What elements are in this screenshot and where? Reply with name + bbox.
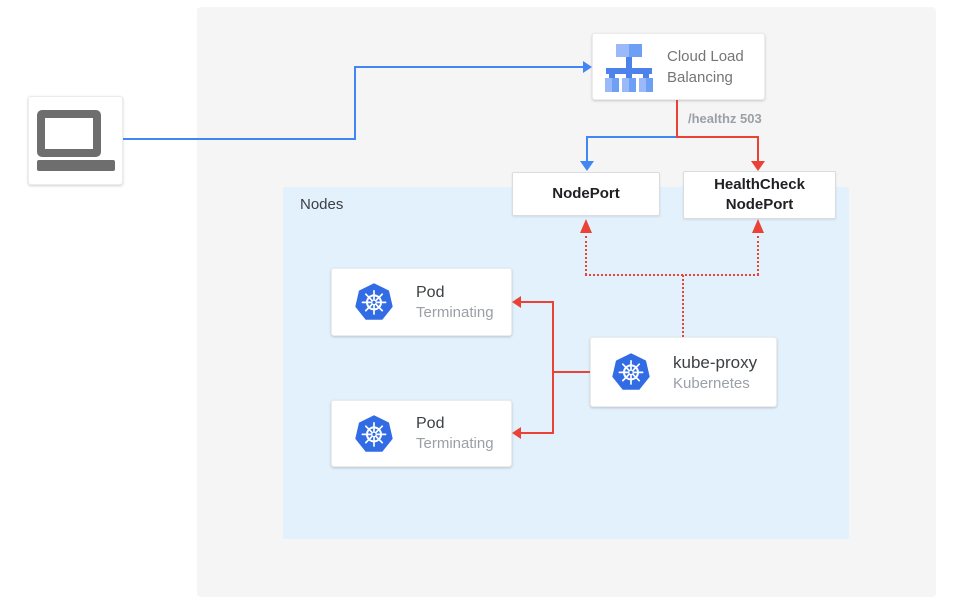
pod-title: Pod [416, 415, 445, 432]
laptop-base [36, 160, 115, 171]
edge-lb-down [676, 100, 678, 138]
arrowhead-into-load-balancer [583, 61, 592, 73]
nodeport-label: NodePort [552, 185, 620, 202]
kubernetes-icon [355, 283, 393, 320]
kubernetes-icon [612, 353, 650, 390]
laptop-screen [36, 110, 101, 157]
arrowhead-dotted-into-healthcheck [752, 219, 764, 233]
edge-split-blue-h [586, 136, 677, 138]
edge-to-pod1 [521, 301, 554, 303]
arrowhead-dotted-into-nodeport [580, 219, 592, 233]
healthcheck-nodeport-card: HealthCheck NodePort [683, 171, 836, 219]
arrowhead-into-nodeport [580, 161, 594, 171]
healthcheck-nodeport-label: HealthCheck NodePort [714, 176, 805, 213]
edge-split-red-h [676, 136, 759, 138]
nodeport-card: NodePort [512, 172, 660, 216]
kubernetes-icon [355, 414, 393, 452]
arrowhead-into-healthcheck-nodeport [751, 161, 765, 171]
arrowhead-into-pod2 [512, 427, 521, 439]
edge-client-to-lb-h1 [123, 138, 355, 140]
dotted-to-healthcheck [757, 236, 759, 275]
arrowhead-into-pod1 [512, 296, 521, 308]
pod-card-1: Pod Terminating [331, 268, 512, 336]
cloud-load-balancing-icon [603, 41, 655, 93]
kube-proxy-card: kube-proxy Kubernetes [590, 337, 777, 407]
kube-proxy-title: kube-proxy [673, 352, 758, 372]
edge-client-to-lb-v [354, 66, 356, 140]
healthz-503-label: /healthz 503 [688, 111, 762, 126]
pod-status: Terminating [416, 435, 494, 452]
client-card [28, 96, 123, 185]
edge-kube-proxy-left [552, 371, 590, 373]
dotted-horizontal [585, 274, 759, 276]
kube-proxy-subtitle: Kubernetes [673, 374, 750, 392]
edge-client-to-lb-h2 [354, 66, 583, 68]
dotted-kube-proxy-up [682, 275, 684, 337]
laptop-icon [36, 110, 115, 171]
edge-to-nodeport-v [586, 136, 588, 162]
cloud-load-balancing-card: Cloud Load Balancing [592, 33, 765, 100]
edge-to-healthcheck-v [757, 136, 759, 162]
nodes-label: Nodes [300, 196, 344, 213]
dotted-to-nodeport [585, 236, 587, 275]
pod-card-2: Pod Terminating [331, 400, 512, 467]
cloud-load-balancing-title: Cloud Load Balancing [667, 47, 744, 86]
pod-title: Pod [416, 283, 445, 301]
edge-pods-vertical [552, 301, 554, 433]
edge-to-pod2 [521, 432, 554, 434]
pod-status: Terminating [416, 303, 494, 321]
